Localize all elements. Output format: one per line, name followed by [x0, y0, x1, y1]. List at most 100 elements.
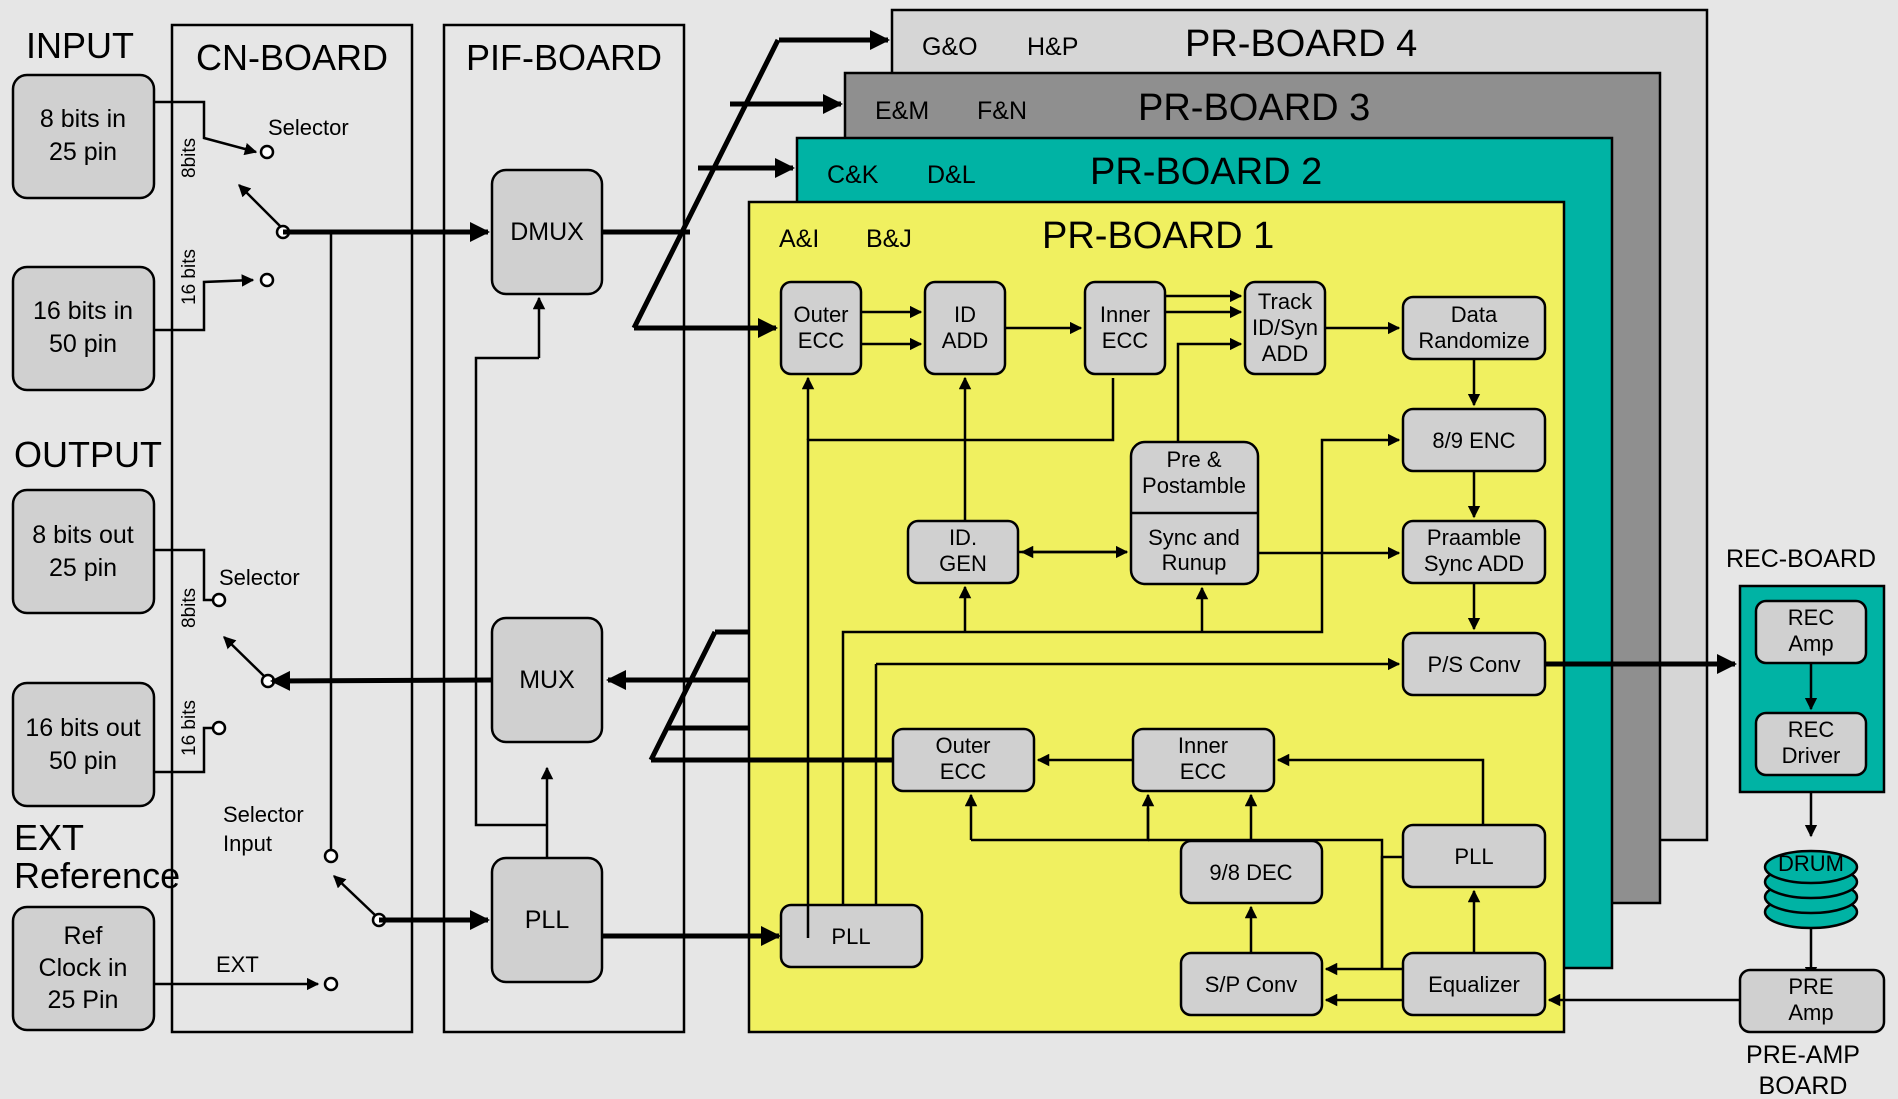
svg-text:GEN: GEN [939, 551, 987, 576]
out8-block: 8 bits out 25 pin [11, 488, 156, 615]
rec-board-title: REC-BOARD [1726, 545, 1876, 573]
selector-label-top: Selector [268, 115, 349, 140]
selector-input-label-1: Selector [223, 802, 304, 827]
pll-feedback-line [474, 356, 547, 827]
svg-text:8 bits out: 8 bits out [32, 521, 134, 549]
svg-text:REC: REC [1788, 717, 1835, 742]
selector-input-label-2: Input [223, 831, 272, 856]
svg-text:25 pin: 25 pin [49, 554, 117, 582]
pr1-sp-conv: S/P Conv [1179, 951, 1324, 1017]
bits16-out-label: 16 bits [179, 700, 200, 756]
dmux-block: DMUX [490, 168, 604, 296]
pr1-pll-pb: PLL [1401, 823, 1547, 889]
svg-text:P/S Conv: P/S Conv [1428, 652, 1521, 677]
svg-text:ECC: ECC [940, 759, 987, 784]
svg-text:Postamble: Postamble [1142, 473, 1246, 498]
dmux-fanout [602, 30, 890, 338]
svg-text:ID.: ID. [949, 525, 977, 550]
svg-text:Pre &: Pre & [1166, 447, 1221, 472]
svg-text:PLL: PLL [831, 924, 870, 949]
svg-text:Driver: Driver [1782, 743, 1841, 768]
bits8-out-label: 8bits [179, 588, 200, 628]
pr1-enc89: 8/9 ENC [1401, 407, 1547, 473]
svg-text:Outer: Outer [793, 302, 848, 327]
drum-label: DRUM [1778, 851, 1844, 876]
input-selector: Selector 8bits 16 bits [154, 100, 349, 332]
svg-text:PLL: PLL [525, 906, 570, 934]
svg-text:ECC: ECC [1102, 328, 1149, 353]
pif-board: PIF-BOARD [442, 23, 686, 1034]
svg-text:16 bits out: 16 bits out [25, 714, 140, 742]
pr1-outer-ecc-rec: Outer ECC [779, 280, 863, 376]
svg-text:Inner: Inner [1178, 733, 1228, 758]
pif-board-title: PIF-BOARD [466, 37, 662, 78]
svg-text:S/P Conv: S/P Conv [1205, 972, 1298, 997]
svg-text:Praamble: Praamble [1427, 525, 1521, 550]
bits16-in-label: 16 bits [179, 249, 200, 305]
pr1-inner-ecc-pb: Inner ECC [1131, 727, 1276, 793]
pr2-ch1: C&K [827, 161, 879, 189]
svg-text:16 bits in: 16 bits in [33, 297, 133, 325]
pr1-equalizer: Equalizer [1401, 951, 1547, 1017]
svg-text:Inner: Inner [1100, 302, 1150, 327]
svg-text:25 pin: 25 pin [49, 138, 117, 166]
cn-board: CN-BOARD [170, 23, 414, 1034]
svg-text:Amp: Amp [1788, 631, 1833, 656]
svg-text:8 bits in: 8 bits in [40, 105, 126, 133]
svg-text:PRE: PRE [1788, 974, 1833, 999]
ref-selector: Selector Input EXT [154, 802, 387, 992]
out16-block: 16 bits out 50 pin [11, 681, 156, 808]
svg-text:9/8 DEC: 9/8 DEC [1209, 860, 1292, 885]
svg-text:Ref: Ref [64, 922, 103, 950]
svg-text:Sync ADD: Sync ADD [1424, 551, 1524, 576]
svg-text:MUX: MUX [519, 666, 575, 694]
svg-text:ADD: ADD [1262, 341, 1308, 366]
mux-block: MUX [490, 616, 604, 744]
pr4-title: PR-BOARD 4 [1185, 23, 1417, 65]
svg-text:Clock in: Clock in [39, 954, 128, 982]
pr1-ch2: B&J [866, 225, 912, 253]
svg-text:ID: ID [954, 302, 976, 327]
output-label: OUTPUT [14, 434, 162, 475]
pr1-ch1: A&I [779, 225, 819, 253]
pr1-ps-conv: P/S Conv [1401, 631, 1547, 697]
pr1-id-gen: ID. GEN [906, 519, 1020, 585]
svg-text:ID/Syn: ID/Syn [1252, 315, 1318, 340]
pif-pll-block: PLL [490, 856, 604, 984]
ext-label: EXT [14, 817, 84, 858]
svg-text:Runup: Runup [1162, 550, 1227, 575]
pr1-playback-path [749, 753, 1485, 1007]
preamp-block: PRE Amp [1738, 968, 1886, 1034]
selector-label-out: Selector [219, 565, 300, 590]
svg-text:50 pin: 50 pin [49, 330, 117, 358]
pr1-pre-postamble: Pre & Postamble Sync and Runup [1129, 440, 1260, 586]
pr2-ch2: D&L [927, 161, 976, 189]
svg-text:Equalizer: Equalizer [1428, 972, 1520, 997]
svg-text:Randomize: Randomize [1418, 328, 1529, 353]
output-selector: Selector 8bits 16 bits [154, 548, 300, 774]
pr1-dec98: 9/8 DEC [1179, 839, 1324, 905]
ref-clock-block: Ref Clock in 25 Pin [11, 905, 156, 1032]
preamp-board-title-1: PRE-AMP [1746, 1041, 1860, 1069]
pr1-track-id: Track ID/Syn ADD [1243, 280, 1327, 376]
pr3-ch1: E&M [875, 97, 929, 125]
bus-from-mux [270, 670, 493, 691]
rec-board: REC-BOARD REC Amp REC Driver [1726, 545, 1886, 794]
pr1-inner-ecc-rec: Inner ECC [1083, 280, 1167, 376]
svg-text:DMUX: DMUX [510, 218, 584, 246]
in16-block: 16 bits in 50 pin [11, 265, 156, 392]
svg-text:PLL: PLL [1454, 844, 1493, 869]
svg-text:Amp: Amp [1788, 1000, 1833, 1025]
pr1-pll-main: PLL [779, 903, 924, 969]
svg-text:Data: Data [1451, 302, 1498, 327]
cn-board-title: CN-BOARD [196, 37, 388, 78]
pr1-data-randomize: Data Randomize [1401, 295, 1547, 361]
drum-icon: DRUM [1763, 849, 1859, 930]
pr1-preamble-sync: Praamble Sync ADD [1401, 519, 1547, 585]
pr4-ch2: H&P [1027, 33, 1078, 61]
svg-text:Sync and: Sync and [1148, 525, 1240, 550]
svg-text:Track: Track [1258, 289, 1313, 314]
rec-amp-block: REC Amp [1754, 599, 1868, 665]
pr1-title: PR-BOARD 1 [1042, 215, 1274, 257]
